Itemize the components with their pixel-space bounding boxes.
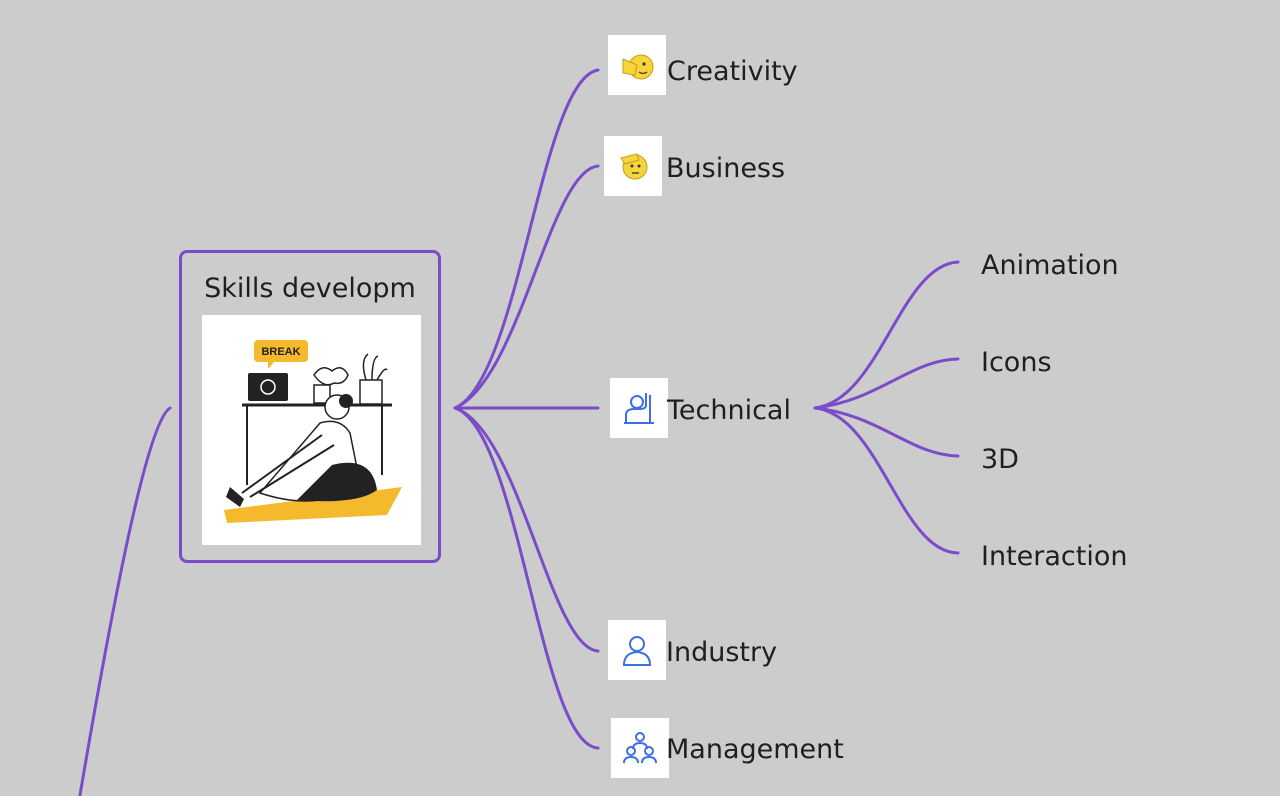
management-icon-box[interactable]: [611, 718, 669, 778]
break-badge-text: BREAK: [261, 346, 300, 358]
connector-icons: [813, 357, 960, 410]
creativity-icon-box[interactable]: [608, 35, 666, 95]
root-node[interactable]: Skills developm BREAK: [179, 250, 441, 563]
connector-3d: [813, 406, 960, 458]
management-label[interactable]: Management: [666, 734, 844, 765]
connector-animation: [813, 260, 960, 410]
connector-creativity: [453, 68, 600, 410]
person-outline-icon: [622, 636, 652, 666]
animation-label[interactable]: Animation: [981, 250, 1119, 281]
industry-icon-box[interactable]: [608, 620, 666, 680]
business-icon-box[interactable]: [604, 136, 662, 196]
3d-label[interactable]: 3D: [981, 444, 1019, 475]
industry-label[interactable]: Industry: [666, 637, 778, 668]
stretching-woman-illustration: BREAK: [202, 315, 421, 545]
interaction-label[interactable]: Interaction: [981, 541, 1128, 572]
connector-interaction: [813, 406, 960, 555]
technical-icon-box[interactable]: [610, 378, 668, 438]
creativity-label[interactable]: Creativity: [667, 56, 798, 87]
pointing-hand-emoji-icon: [622, 54, 654, 80]
connector-business: [453, 164, 600, 410]
connector-parent: [78, 406, 172, 796]
icons-label[interactable]: Icons: [981, 347, 1052, 378]
person-at-desk-icon: [624, 393, 654, 424]
team-hierarchy-icon: [623, 732, 657, 764]
connector-industry: [453, 406, 600, 653]
technical-label[interactable]: Technical: [667, 395, 791, 426]
root-title: Skills developm: [204, 273, 416, 304]
connector-management: [453, 406, 600, 750]
saluting-face-emoji-icon: [620, 153, 648, 180]
business-label[interactable]: Business: [666, 153, 786, 184]
